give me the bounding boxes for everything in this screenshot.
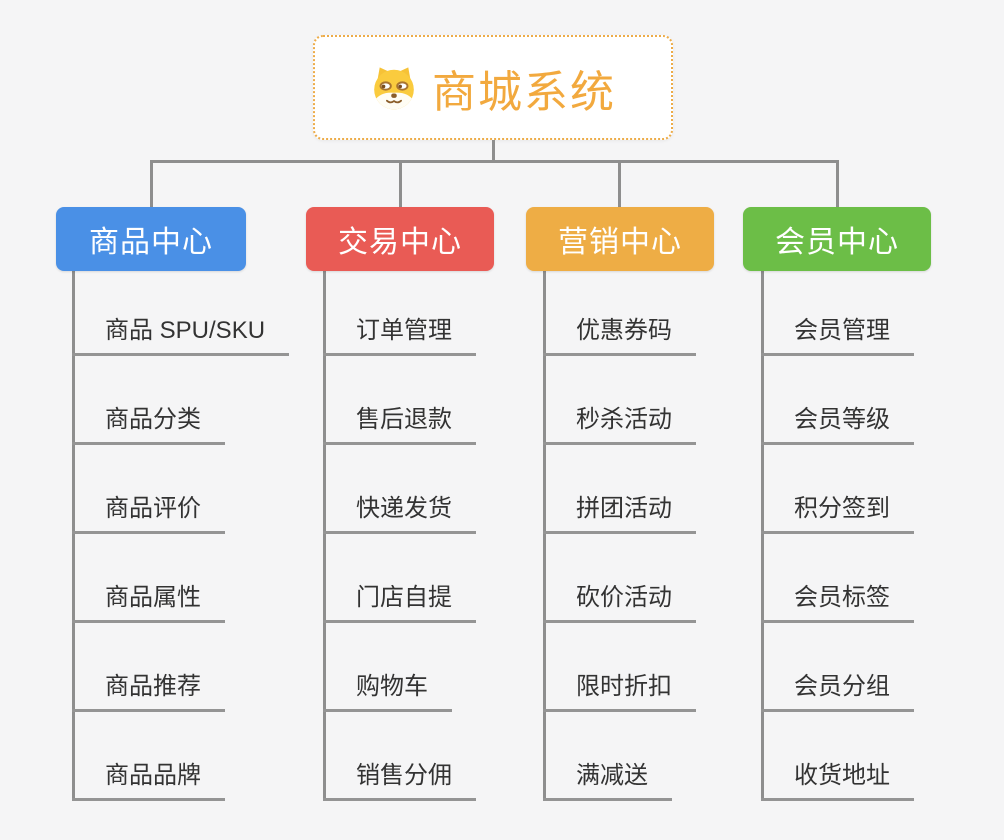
- leaf-node[interactable]: 会员标签: [761, 579, 914, 623]
- leaf-node[interactable]: 商品推荐: [72, 668, 225, 712]
- branch-node-member[interactable]: 会员中心: [743, 207, 931, 271]
- leaf-node[interactable]: 拼团活动: [543, 490, 696, 534]
- branch-node-goods[interactable]: 商品中心: [56, 207, 246, 271]
- connector-root-stem: [492, 140, 495, 163]
- leaf-node[interactable]: 收货地址: [761, 757, 914, 801]
- branch-node-marketing[interactable]: 营销中心: [526, 207, 714, 271]
- trunk-line-1: [72, 271, 75, 800]
- root-title: 商城系统: [432, 67, 616, 117]
- branch-node-trade[interactable]: 交易中心: [306, 207, 494, 271]
- leaf-node[interactable]: 商品分类: [72, 401, 225, 445]
- leaf-node[interactable]: 会员分组: [761, 668, 914, 712]
- leaf-node[interactable]: 快递发货: [323, 490, 476, 534]
- leaf-node[interactable]: 订单管理: [323, 312, 476, 356]
- leaf-node[interactable]: 购物车: [323, 668, 452, 712]
- leaf-node[interactable]: 会员等级: [761, 401, 914, 445]
- root-node[interactable]: 商城系统: [313, 35, 673, 140]
- leaf-node[interactable]: 门店自提: [323, 579, 476, 623]
- connector-drop-1: [150, 160, 153, 207]
- leaf-node[interactable]: 满减送: [543, 757, 672, 801]
- trunk-line-2: [323, 271, 326, 800]
- leaf-node[interactable]: 售后退款: [323, 401, 476, 445]
- leaf-node[interactable]: 积分签到: [761, 490, 914, 534]
- trunk-line-3: [543, 271, 546, 800]
- leaf-node[interactable]: 商品品牌: [72, 757, 225, 801]
- leaf-node[interactable]: 砍价活动: [543, 579, 696, 623]
- leaf-node[interactable]: 商品 SPU/SKU: [72, 312, 290, 356]
- connector-rail: [150, 160, 838, 163]
- connector-drop-3: [618, 160, 621, 207]
- leaf-node[interactable]: 优惠券码: [543, 312, 696, 356]
- leaf-node[interactable]: 秒杀活动: [543, 401, 696, 445]
- dog-face-icon: [374, 66, 414, 109]
- leaf-node[interactable]: 销售分佣: [323, 757, 476, 801]
- leaf-node[interactable]: 会员管理: [761, 312, 914, 356]
- connector-drop-4: [836, 160, 839, 207]
- trunk-line-4: [761, 271, 764, 800]
- leaf-node[interactable]: 限时折扣: [543, 668, 696, 712]
- connector-drop-2: [399, 160, 402, 207]
- leaf-node[interactable]: 商品属性: [72, 579, 225, 623]
- leaf-node[interactable]: 商品评价: [72, 490, 225, 534]
